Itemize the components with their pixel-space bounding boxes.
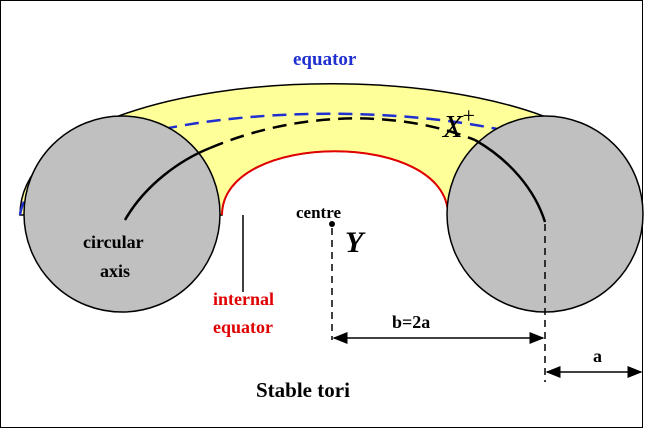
right-tube-section [446,115,644,313]
internal-equator-label-line2: equator [213,317,273,337]
circular-axis-right [474,138,547,223]
diagram-title: Stable tori [256,378,350,402]
a-dimension-label: a [593,346,602,366]
internal-equator-label-line1: internal [213,289,274,309]
internal-equator-curve [221,150,449,216]
centre-point [329,221,335,227]
circular-axis-left [123,146,211,221]
x-plus-base: X [441,108,464,144]
left-tube-section [23,115,221,313]
centre-label: centre [296,203,341,222]
x-plus-sup: + [463,103,475,128]
equator-label: equator [293,49,357,70]
y-label: Y [345,226,366,259]
x-plus-label: X+ [441,103,475,144]
b-dimension-label: b=2a [392,312,430,332]
circular-axis-label-line1: circular [83,232,144,252]
circular-axis-label-line2: axis [100,261,130,281]
circular-axis-hidden [209,117,476,150]
